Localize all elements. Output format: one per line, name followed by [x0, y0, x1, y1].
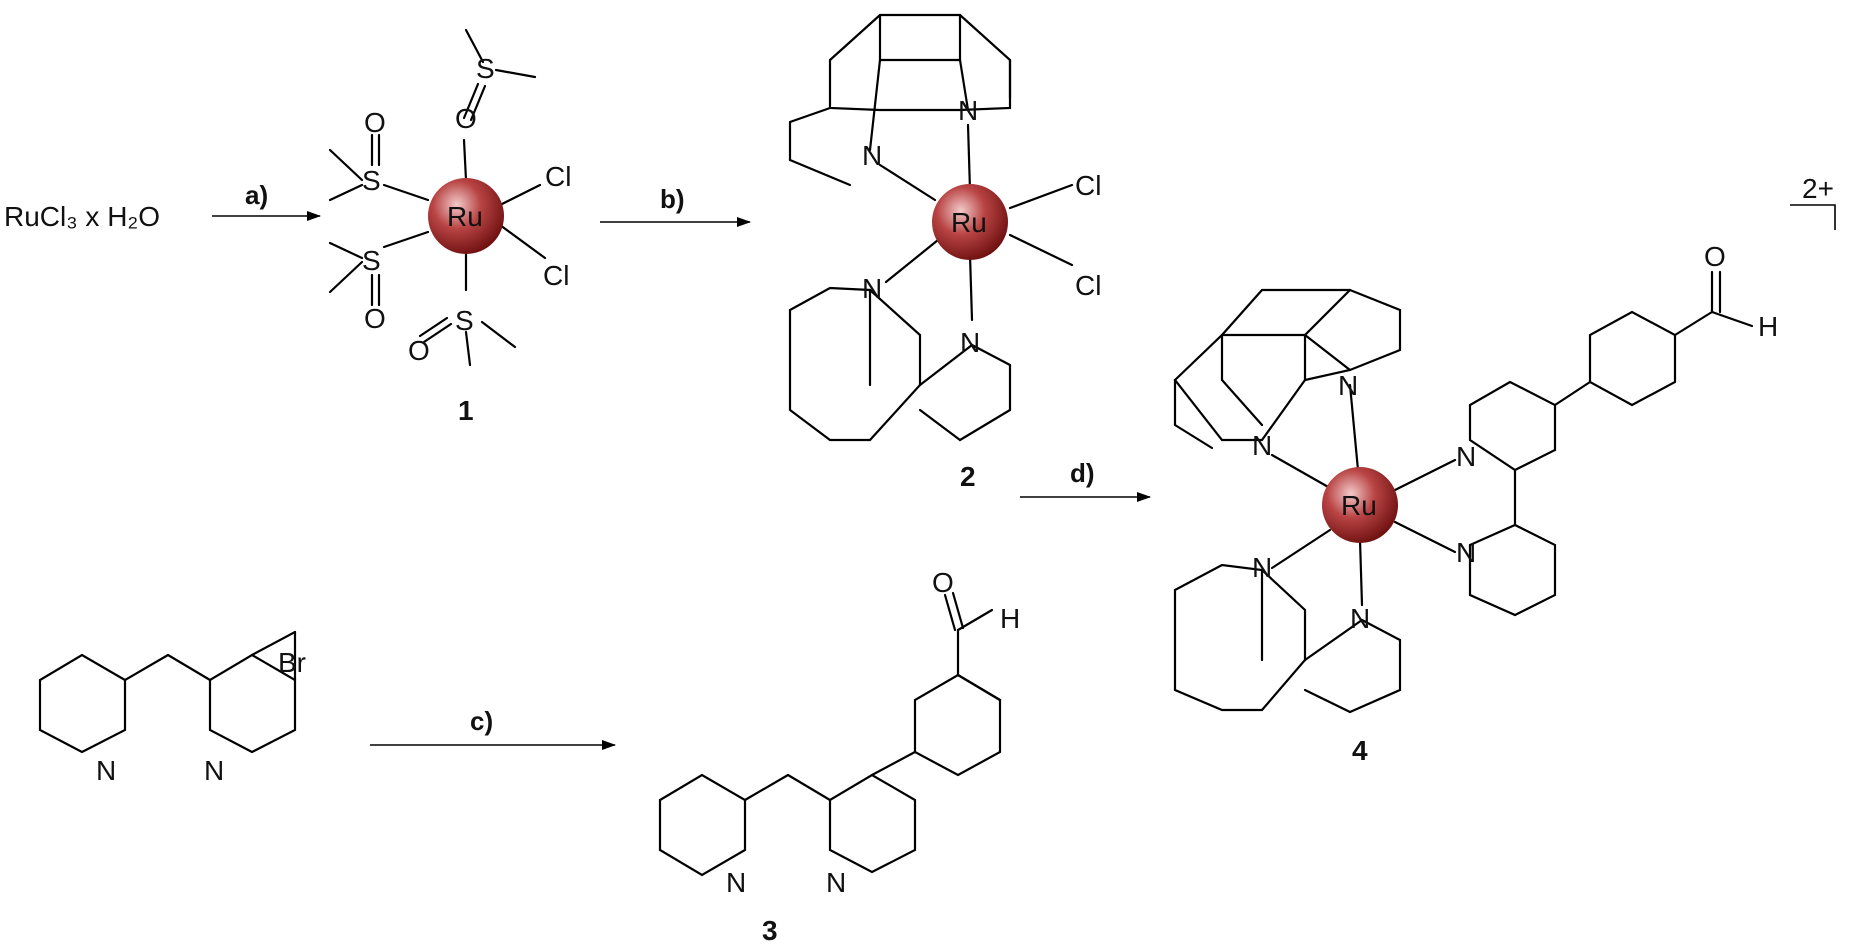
step-label-c: c) [470, 706, 493, 736]
n-label: N [1252, 430, 1272, 461]
bromo-bipyridine-structure [38, 630, 297, 754]
s-label: S [362, 245, 381, 276]
n-label: N [1252, 552, 1272, 583]
compound-1-structure [328, 28, 547, 367]
n-label: N [826, 867, 846, 898]
compound-4-structure [1173, 204, 1836, 714]
compound-number-4: 4 [1352, 735, 1368, 766]
n-label: N [1350, 603, 1370, 634]
cl-label: Cl [543, 260, 569, 291]
step-label-b: b) [660, 184, 685, 214]
compound-number-2: 2 [960, 461, 976, 492]
compound-number-3: 3 [762, 915, 778, 946]
compound-3-structure [658, 591, 1002, 877]
o-label: O [408, 335, 430, 366]
o-label: O [364, 107, 386, 138]
s-label: S [476, 53, 495, 84]
s-label: S [455, 305, 474, 336]
ru-atom-sphere [932, 184, 1008, 260]
n-label: N [96, 755, 116, 786]
n-label: N [1456, 537, 1476, 568]
o-label: O [364, 303, 386, 334]
n-label: N [960, 327, 980, 358]
n-label: N [726, 867, 746, 898]
ru-label: Ru [951, 207, 987, 238]
compound-2-structure [788, 13, 1074, 442]
n-label: N [958, 95, 978, 126]
step-label-d: d) [1070, 458, 1095, 488]
s-label: S [362, 165, 381, 196]
br-label: Br [278, 647, 306, 678]
cl-label: Cl [545, 161, 571, 192]
ru-atom-sphere [428, 178, 504, 254]
o-label: O [1704, 241, 1726, 272]
reagent-ruthenium-chloride: RuCl₃ x H₂O [4, 201, 160, 232]
cl-label: Cl [1075, 270, 1101, 301]
o-label: O [932, 567, 954, 598]
ru-atom-sphere [1322, 467, 1398, 543]
ru-label: Ru [447, 201, 483, 232]
complex-charge: 2+ [1802, 173, 1834, 204]
n-label: N [862, 273, 882, 304]
o-label: O [455, 103, 477, 134]
n-label: N [1338, 370, 1358, 401]
n-label: N [204, 755, 224, 786]
ru-label: Ru [1341, 490, 1377, 521]
n-label: N [862, 140, 882, 171]
cl-label: Cl [1075, 170, 1101, 201]
h-label: H [1000, 603, 1020, 634]
h-label: H [1758, 311, 1778, 342]
compound-number-1: 1 [458, 395, 474, 426]
step-label-a: a) [245, 180, 268, 210]
n-label: N [1456, 441, 1476, 472]
